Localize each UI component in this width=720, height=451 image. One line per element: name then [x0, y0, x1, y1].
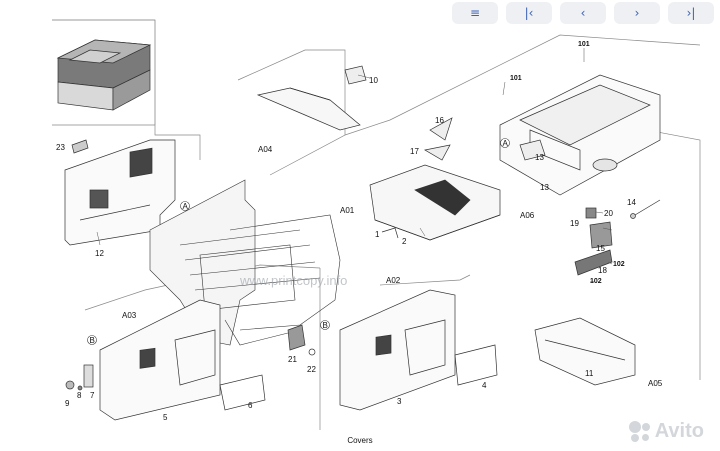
rear-cover-a05 [534, 317, 636, 386]
label-a01: A01 [340, 206, 355, 215]
label-5: 5 [163, 413, 168, 422]
right-mechanism-parts [574, 199, 661, 276]
label-a03: A03 [122, 311, 137, 320]
label-21: 21 [288, 355, 297, 364]
top-cover-a04 [256, 65, 367, 131]
label-102-b: 102 [590, 278, 602, 285]
label-2: 2 [402, 237, 407, 246]
parts-21-22 [287, 324, 316, 356]
label-8: 8 [77, 391, 82, 400]
label-7: 7 [90, 391, 95, 400]
printer-inset [52, 19, 156, 125]
label-6: 6 [248, 401, 253, 410]
avito-logo-icon [628, 420, 651, 443]
label-4: 4 [482, 381, 487, 390]
label-19: 19 [570, 219, 579, 228]
parts-16-17 [424, 117, 453, 161]
label-11: 11 [585, 369, 594, 378]
label-101-top: 101 [578, 41, 590, 48]
marker-b-right: B [323, 321, 328, 330]
diagram-caption: Covers [347, 436, 373, 445]
label-16: 16 [435, 116, 444, 125]
label-a06: A06 [520, 211, 535, 220]
marker-a-right: A [503, 139, 509, 148]
left-side-cover [64, 139, 176, 246]
label-10: 10 [369, 76, 378, 85]
label-1: 1 [375, 230, 380, 239]
label-101-left: 101 [510, 75, 522, 82]
tray-a01 [369, 164, 501, 241]
avito-brand-text: Avito [654, 420, 704, 442]
label-a04: A04 [258, 145, 273, 154]
label-a05: A05 [648, 379, 663, 388]
front-cover-a02 [339, 289, 498, 411]
label-102-a: 102 [613, 261, 625, 268]
label-17: 17 [410, 147, 419, 156]
label-12: 12 [95, 249, 104, 258]
printer-frame [149, 179, 341, 346]
watermark-text: www.printcopy.info [239, 273, 347, 288]
front-cover-a03 [99, 299, 266, 421]
label-20: 20 [604, 209, 613, 218]
label-15: 15 [596, 244, 605, 253]
leader-lines [96, 48, 613, 283]
label-9: 9 [65, 399, 70, 408]
marker-b-left: B [90, 336, 95, 345]
label-23: 23 [56, 143, 65, 152]
label-3: 3 [397, 397, 402, 406]
small-parts-7-8-9 [65, 364, 94, 391]
label-22: 22 [307, 365, 316, 374]
label-14: 14 [627, 198, 636, 207]
label-a02: A02 [386, 276, 401, 285]
top-assembly-a06 [499, 74, 661, 196]
callout-markers [87, 138, 510, 345]
avito-watermark: Avito [628, 420, 704, 443]
marker-a-left: A [183, 202, 189, 211]
label-18: 18 [598, 266, 607, 275]
label-13-b: 13 [540, 183, 549, 192]
label-13-a: 13 [535, 153, 544, 162]
part-23 [71, 139, 89, 154]
